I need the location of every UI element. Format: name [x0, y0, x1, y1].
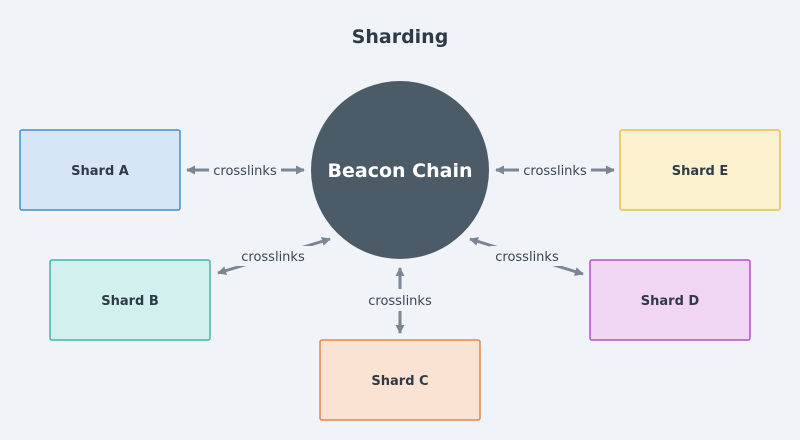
shard-d-label: Shard D [641, 294, 700, 309]
shard-d-node: Shard D [589, 259, 751, 341]
shard-b-label: Shard B [101, 294, 159, 309]
beacon-chain-label: Beacon Chain [328, 160, 473, 182]
connection-label-e: crosslinks [523, 164, 587, 179]
shard-e-node: Shard E [619, 129, 781, 211]
shard-b-node: Shard B [49, 259, 211, 341]
connection-label-backgrounds [209, 160, 591, 311]
connection-labels: crosslinks crosslinks crosslinks crossli… [213, 164, 587, 309]
shard-c-label: Shard C [371, 374, 428, 389]
shard-a-node: Shard A [19, 129, 181, 211]
shard-c-node: Shard C [319, 339, 481, 421]
connection-label-b: crosslinks [241, 250, 305, 265]
beacon-chain-node: Beacon Chain [311, 81, 489, 259]
connection-label-a: crosslinks [213, 164, 277, 179]
shard-e-label: Shard E [672, 164, 729, 179]
connection-label-d: crosslinks [495, 250, 559, 265]
shard-a-label: Shard A [71, 164, 129, 179]
connection-label-c: crosslinks [368, 294, 432, 309]
diagram-title: Sharding [352, 26, 449, 48]
